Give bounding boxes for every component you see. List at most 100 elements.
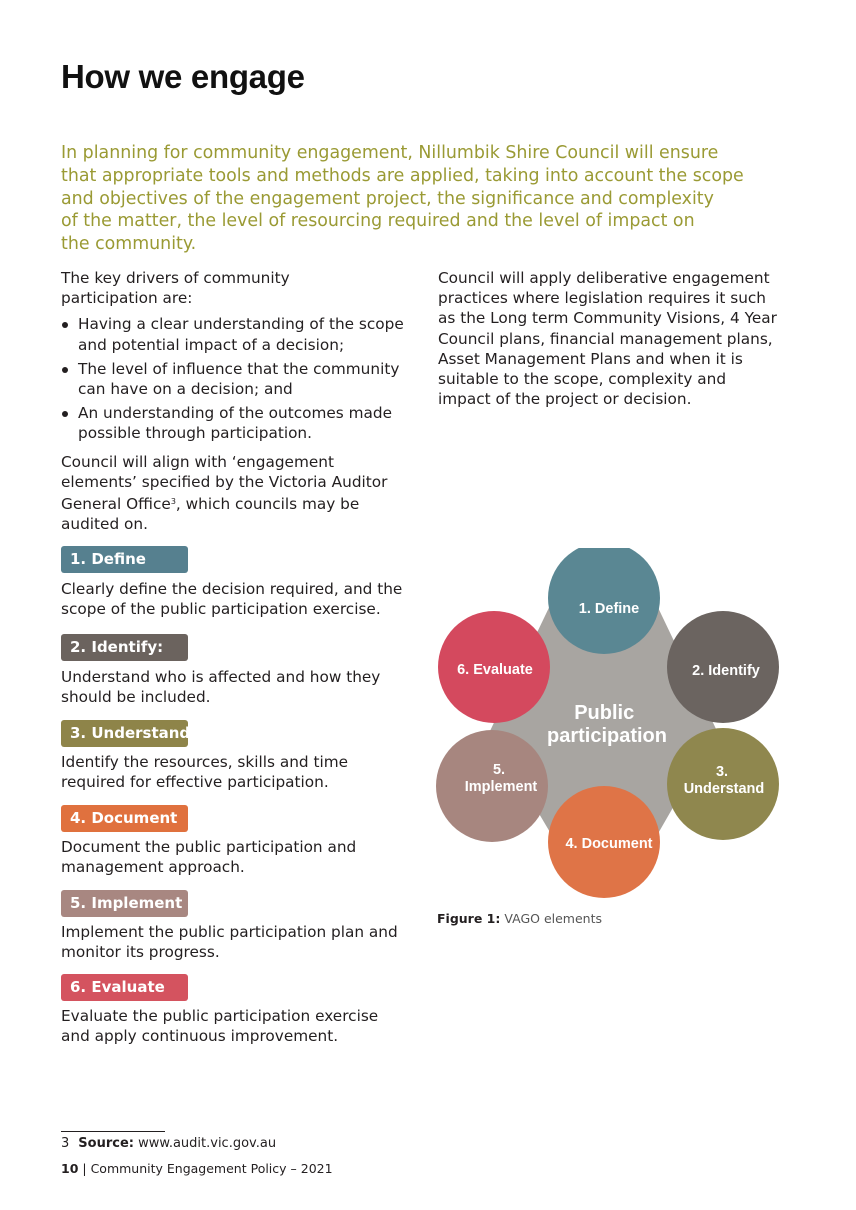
step-description-line: Evaluate the public participation exerci… [61,1007,379,1025]
deliberative-line: Council plans, financial management plan… [438,329,773,348]
page-footer: 10 | Community Engagement Policy – 2021 [61,1161,333,1176]
diagram-center-label: Public participation [547,702,667,747]
vago-line-text: , which councils may be [175,495,360,514]
petal-evaluate-circle [438,611,550,723]
step-description-line: monitor its progress. [61,943,220,962]
drivers-list: Having a clear understanding of the scop… [61,314,411,443]
drivers-intro-line: participation are: [61,289,193,308]
petal-document: 4. Document [548,786,660,898]
footnote-link[interactable]: www.audit.vic.gov.au [138,1136,277,1151]
step-description-identify: Understand who is affected and how they … [61,667,411,707]
step-description-line: and apply continuous improvement. [61,1027,339,1046]
step-description-line: Identify the resources, skills and time [61,753,349,771]
list-item-line: and potential impact of a decision; [78,335,345,354]
footer-text: | Community Engagement Policy – 2021 [82,1161,333,1176]
right-column: Council will apply deliberative engageme… [438,268,798,409]
petal-document-line: 4. Document [565,836,652,852]
step-tag-evaluate: 6. Evaluate [61,974,188,1001]
deliberative-line: suitable to the scope, complexity and [438,370,727,389]
petal-implement: 5. Implement [436,730,548,842]
list-item: An understanding of the outcomes made po… [61,403,411,443]
deliberative-line: Council will apply deliberative engageme… [438,269,770,287]
petal-understand-line: 3. [716,764,728,780]
public-participation-diagram: 1. Define 2. Identify 3. Understand 4. D… [436,548,779,898]
step-description-line: Implement the public participation plan … [61,923,398,941]
step-description-line: scope of the public participation exerci… [61,600,381,619]
page-number: 10 [61,1161,79,1176]
step-description-line: management approach. [61,858,245,877]
intro-line: of the matter, the level of resourcing r… [61,211,695,232]
step-description-line: required for effective participation. [61,773,329,792]
vago-line: elements’ specified by the Victoria Audi… [61,472,388,491]
footnote-reference[interactable]: 3 [170,497,176,507]
petal-implement-line: Implement [465,779,538,795]
petal-evaluate-label: 6. Evaluate [457,662,533,678]
intro-line: and objectives of the engagement project… [61,188,714,209]
petal-identify: 2. Identify [667,611,779,723]
list-item-line: Having a clear understanding of the scop… [78,315,404,334]
step-description-evaluate: Evaluate the public participation exerci… [61,1006,411,1046]
petal-document-label: 4. Document [565,836,652,852]
step-tag-understand: 3. Understand [61,720,190,747]
petal-implement-label: 5. Implement [465,762,538,795]
footnote-number: 3 [61,1136,70,1151]
deliberative-line: as the Long term Community Visions, 4 Ye… [438,309,777,328]
step-tag-document: 4. Document [61,805,188,832]
diagram-center-line: participation [547,725,667,747]
step-tag-implement: 5. Implement [61,890,188,917]
diagram-center-line: Public [574,702,634,724]
petal-evaluate: 6. Evaluate [438,611,550,723]
step-tag-define: 1. Define [61,546,188,573]
figure-caption-text: VAGO elements [504,911,602,926]
step-description-understand: Identify the resources, skills and time … [61,752,411,792]
step-description-line: should be included. [61,688,211,707]
petal-document-circle [548,786,660,898]
petal-understand-circle [667,728,779,840]
step-description-define: Clearly define the decision required, an… [61,579,411,619]
petal-identify-label: 2. Identify [692,663,760,679]
deliberative-line: practices where legislation requires it … [438,289,767,308]
figure-caption: Figure 1: VAGO elements [437,911,602,926]
footnote: 3 Source: www.audit.vic.gov.au [61,1136,276,1151]
figure-caption-label: Figure 1: [437,911,501,926]
petal-implement-circle [436,730,548,842]
drivers-intro: The key drivers of community participati… [61,268,411,308]
vago-line: General Office3, which councils may be [61,492,411,514]
list-item-line: An understanding of the outcomes made [78,404,393,423]
step-description-line: Document the public participation and [61,838,357,856]
drivers-intro-line: The key drivers of community [61,269,290,287]
intro-line: In planning for community engagement, Ni… [61,143,719,163]
petal-identify-line: 2. Identify [692,663,760,679]
footnote-divider [61,1131,165,1132]
petal-understand: 3. Understand [667,728,779,840]
petal-define-circle [548,548,660,654]
step-description-line: Clearly define the decision required, an… [61,580,403,598]
petal-define: 1. Define [548,548,660,654]
list-item-line: possible through participation. [78,424,312,443]
step-description-document: Document the public participation and ma… [61,837,411,877]
list-item: Having a clear understanding of the scop… [61,314,411,354]
intro-line: that appropriate tools and methods are a… [61,165,744,186]
left-column: The key drivers of community participati… [61,268,411,534]
intro-line: the community. [61,234,197,255]
vago-line-text: General Office [61,495,171,514]
step-description-implement: Implement the public participation plan … [61,922,411,962]
petal-understand-label: 3. Understand [684,764,765,797]
vago-line: Council will align with ‘engagement [61,452,334,471]
page-title: How we engage [61,58,305,95]
step-description-line: Understand who is affected and how they [61,668,381,686]
petal-identify-circle [667,611,779,723]
footnote-label: Source: [78,1136,134,1151]
petal-define-line: 1. Define [579,601,639,617]
deliberative-line: impact of the project or decision. [438,390,692,409]
vago-line: audited on. [61,515,148,534]
intro-paragraph: In planning for community engagement, Ni… [61,142,761,256]
petal-evaluate-line: 6. Evaluate [457,662,533,678]
petal-define-label: 1. Define [579,601,639,617]
list-item-line: can have on a decision; and [78,380,293,399]
step-tag-identify: 2. Identify: [61,634,188,661]
petal-implement-line: 5. [493,762,505,778]
deliberative-line: Asset Management Plans and when it is [438,349,743,368]
list-item: The level of influence that the communit… [61,359,411,399]
vago-paragraph: Council will align with ‘engagement elem… [61,452,411,535]
